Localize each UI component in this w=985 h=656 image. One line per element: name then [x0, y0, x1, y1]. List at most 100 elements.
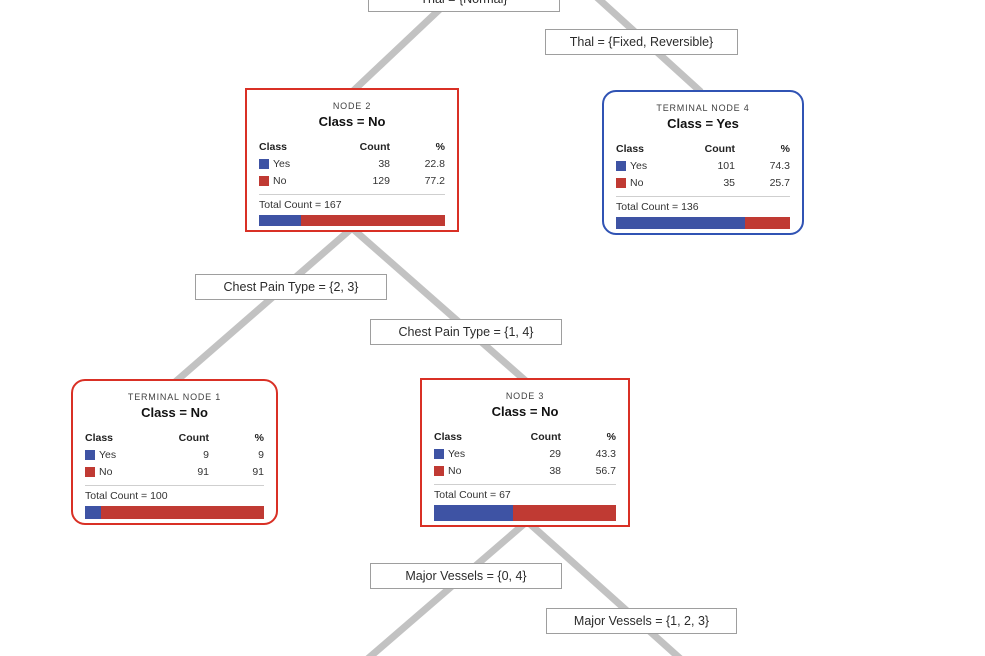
total-count-label: Total Count = 136	[616, 201, 699, 213]
class-distribution-table: Class Count % Yes 9 9 No 91 91	[85, 431, 264, 479]
class-pct: 91	[252, 466, 264, 478]
class-label: No	[630, 177, 644, 189]
branch-label-thal-fixed-reversible: Thal = {Fixed, Reversible}	[545, 29, 738, 55]
col-header-pct: %	[435, 141, 445, 153]
class-pct: 22.8	[424, 158, 445, 170]
class-label: No	[99, 466, 113, 478]
col-header-pct: %	[606, 431, 616, 443]
bar-segment-no	[301, 215, 445, 226]
branch-label-chest-pain-2-3: Chest Pain Type = {2, 3}	[195, 274, 387, 300]
bar-segment-yes	[85, 506, 102, 519]
class-label: No	[448, 465, 462, 477]
table-row-yes: Yes 9 9	[85, 448, 264, 462]
bar-segment-yes	[434, 505, 513, 521]
col-header-pct: %	[780, 143, 790, 155]
col-header-class: Class	[616, 143, 645, 155]
class-no-swatch	[85, 467, 95, 477]
class-distribution-bar	[616, 217, 790, 229]
edge-node2-to-node3	[350, 226, 530, 385]
class-pct: 56.7	[595, 465, 616, 477]
edge-root-to-node2	[349, 0, 455, 95]
class-label: Yes	[99, 449, 117, 461]
tree-node-3[interactable]: NODE 3 Class = No Class Count % Yes 29 4…	[420, 378, 630, 527]
total-count-label: Total Count = 100	[85, 490, 168, 502]
branch-label-chest-pain-1-4: Chest Pain Type = {1, 4}	[370, 319, 562, 345]
table-header-row: Class Count %	[259, 140, 445, 154]
class-count: 101	[717, 160, 735, 172]
col-header-class: Class	[85, 432, 114, 444]
class-yes-swatch	[259, 159, 269, 169]
table-header-row: Class Count %	[616, 142, 790, 156]
table-row-no: No 91 91	[85, 465, 264, 479]
table-header-row: Class Count %	[85, 431, 264, 445]
class-pct: 43.3	[595, 448, 616, 460]
class-yes-swatch	[85, 450, 95, 460]
class-distribution-bar	[434, 505, 616, 521]
table-header-row: Class Count %	[434, 430, 616, 444]
node-title: NODE 2	[332, 101, 372, 111]
class-distribution-table: Class Count % Yes 101 74.3 No 35 25.7	[616, 142, 790, 190]
col-header-pct: %	[254, 432, 264, 444]
class-count: 9	[203, 449, 209, 461]
col-header-class: Class	[259, 141, 288, 153]
node-predicted-class: Class = No	[318, 114, 386, 129]
class-yes-swatch	[434, 449, 444, 459]
table-row-no: No 35 25.7	[616, 176, 790, 190]
class-distribution-bar	[259, 215, 445, 226]
class-pct: 25.7	[769, 177, 790, 189]
class-pct: 9	[258, 449, 264, 461]
edge-node3-to-left-child	[365, 521, 527, 656]
divider	[434, 484, 616, 485]
col-header-count: Count	[359, 141, 390, 153]
class-count: 35	[723, 177, 735, 189]
tree-node-2[interactable]: NODE 2 Class = No Class Count % Yes 38 2…	[245, 88, 459, 232]
class-count: 129	[372, 175, 390, 187]
bar-segment-yes	[616, 217, 746, 229]
col-header-class: Class	[434, 431, 463, 443]
total-count-label: Total Count = 67	[434, 489, 511, 501]
class-pct: 74.3	[769, 160, 790, 172]
col-header-count: Count	[704, 143, 735, 155]
class-count: 29	[549, 448, 561, 460]
tree-node-terminal-4[interactable]: TERMINAL NODE 4 Class = Yes Class Count …	[602, 90, 804, 235]
class-no-swatch	[259, 176, 269, 186]
table-row-no: No 38 56.7	[434, 464, 616, 478]
branch-label-major-vessels-1-2-3: Major Vessels = {1, 2, 3}	[546, 608, 737, 634]
col-header-count: Count	[178, 432, 209, 444]
class-label: Yes	[630, 160, 648, 172]
table-row-yes: Yes 38 22.8	[259, 157, 445, 171]
branch-label-major-vessels-0-4: Major Vessels = {0, 4}	[370, 563, 562, 589]
node-title: TERMINAL NODE 1	[127, 392, 222, 402]
class-label: Yes	[448, 448, 466, 460]
class-yes-swatch	[616, 161, 626, 171]
bar-segment-yes	[259, 215, 302, 226]
node-predicted-class: Class = No	[141, 405, 208, 420]
table-row-no: No 129 77.2	[259, 174, 445, 188]
divider	[259, 194, 445, 195]
class-distribution-table: Class Count % Yes 29 43.3 No 38 56.7	[434, 430, 616, 478]
class-no-swatch	[434, 466, 444, 476]
total-count-label: Total Count = 167	[259, 199, 342, 211]
class-count: 38	[549, 465, 561, 477]
divider	[616, 196, 790, 197]
edge-node2-to-terminal1	[171, 226, 354, 386]
node-predicted-class: Class = No	[491, 404, 559, 419]
node-title: NODE 3	[505, 391, 545, 401]
tree-node-terminal-1[interactable]: TERMINAL NODE 1 Class = No Class Count %…	[71, 379, 278, 525]
branch-label-thal-normal: Thal = {Normal}	[368, 0, 560, 12]
class-pct: 77.2	[424, 175, 445, 187]
class-no-swatch	[616, 178, 626, 188]
col-header-count: Count	[530, 431, 561, 443]
bar-segment-no	[101, 506, 264, 519]
node-predicted-class: Class = Yes	[667, 116, 739, 131]
edge-node3-to-right-child	[527, 521, 683, 656]
class-count: 91	[197, 466, 209, 478]
class-distribution-bar	[85, 506, 264, 519]
bar-segment-no	[512, 505, 616, 521]
node-title: TERMINAL NODE 4	[656, 103, 750, 113]
divider	[85, 485, 264, 486]
class-count: 38	[378, 158, 390, 170]
class-label: No	[273, 175, 287, 187]
